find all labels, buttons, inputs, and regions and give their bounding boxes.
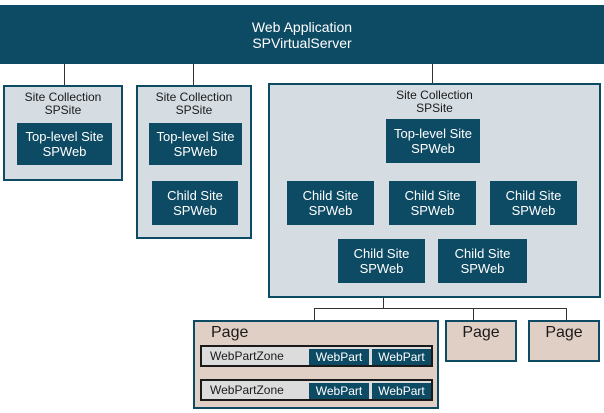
page-label: Page <box>462 324 500 341</box>
top-level-site-node: Top-level Site SPWeb <box>17 123 112 165</box>
webpart: WebPart <box>372 383 431 399</box>
webpart: WebPart <box>372 349 431 365</box>
connector <box>193 64 194 85</box>
top-level-site-node: Top-level Site SPWeb <box>149 123 242 165</box>
web-application-node: Web Application SPVirtualServer <box>0 5 604 64</box>
site-collection-1: Site Collection SPSite Top-level Site SP… <box>3 85 123 181</box>
zone-label: WebPartZone <box>210 349 284 363</box>
page-node: Page <box>528 320 600 362</box>
child-site-node: Child Site SPWeb <box>438 239 527 283</box>
child-site-node: Child Site SPWeb <box>490 181 577 225</box>
zone-label: WebPartZone <box>210 383 284 397</box>
node-title: Web Application <box>251 18 353 35</box>
webpartzone: WebPartZone WebPart WebPart <box>200 379 433 401</box>
webpartzone: WebPartZone WebPart WebPart <box>200 345 433 367</box>
collection-label: Site Collection SPSite <box>24 90 102 117</box>
connector <box>314 308 315 320</box>
collection-label: Site Collection SPSite <box>396 88 473 115</box>
child-site-node: Child Site SPWeb <box>389 181 476 225</box>
child-site-node: Child Site SPWeb <box>338 239 425 283</box>
page-node: Page <box>445 320 517 362</box>
connector <box>64 64 65 85</box>
child-site-node: Child Site SPWeb <box>287 181 374 225</box>
connector <box>566 308 567 320</box>
webpart: WebPart <box>309 349 369 365</box>
child-site-node: Child Site SPWeb <box>152 181 238 225</box>
page-label: Page <box>545 324 583 341</box>
connector <box>314 308 567 309</box>
page-node: Page WebPartZone WebPart WebPart WebPart… <box>193 320 439 409</box>
site-collection-2: Site Collection SPSite Top-level Site SP… <box>136 85 252 239</box>
connector <box>473 308 474 320</box>
page-label: Page <box>211 324 249 341</box>
connector <box>432 64 433 83</box>
collection-label: Site Collection SPSite <box>155 90 233 117</box>
node-subtitle: SPVirtualServer <box>252 34 352 51</box>
webpart: WebPart <box>309 383 369 399</box>
top-level-site-node: Top-level Site SPWeb <box>386 119 480 163</box>
